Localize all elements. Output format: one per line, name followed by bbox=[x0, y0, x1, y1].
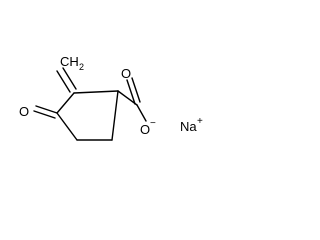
methylene-label: CH bbox=[60, 54, 79, 69]
molecule-structure-diagram: CH 2 O O O − Na + bbox=[19, 54, 203, 141]
anion-oxygen-label: O bbox=[140, 122, 150, 137]
carboxyl-c-o-single bbox=[136, 104, 147, 122]
methylene-bond-a bbox=[56, 70, 71, 93]
ring-bond-c5-c1 bbox=[111, 90, 119, 141]
anion-charge-label: − bbox=[150, 118, 156, 129]
ketone-oxygen-label: O bbox=[19, 104, 29, 119]
ketone-bond-b bbox=[33, 110, 56, 119]
sodium-charge-label: + bbox=[197, 116, 203, 127]
sodium-label: Na bbox=[180, 119, 197, 134]
ring-bond-c2-c3 bbox=[56, 92, 75, 114]
methylene-bond-b bbox=[62, 67, 77, 90]
carboxyl-c-o-double-a bbox=[126, 79, 136, 105]
ring-bond-c1-c2 bbox=[73, 90, 119, 94]
carbonyl-oxygen-label: O bbox=[121, 66, 131, 81]
methylene-subscript: 2 bbox=[79, 62, 84, 72]
carboxyl-c-o-double-b bbox=[131, 77, 141, 103]
ring-bond-c3-c4 bbox=[56, 112, 78, 141]
ketone-bond-a bbox=[35, 105, 58, 114]
